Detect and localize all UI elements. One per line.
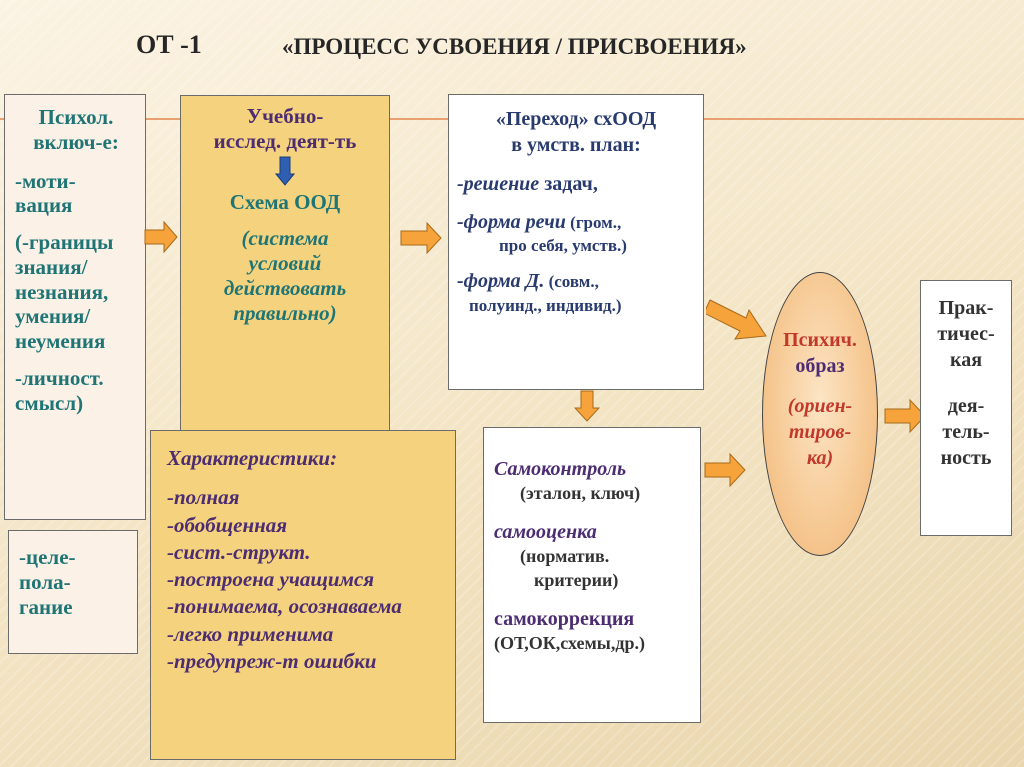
goal-line: -целе- (19, 545, 76, 569)
chars-item: -сист.-структ. (167, 539, 311, 564)
chars-heading: Характеристики: (167, 446, 338, 470)
arrow-down-icon (574, 390, 600, 422)
practice-line: дея- (947, 395, 985, 417)
box-characteristics: Характеристики: -полная -обобщенная -сис… (150, 430, 456, 760)
page-title: «ПРОЦЕСС УСВОЕНИЯ / ПРИСВОЕНИЯ» (282, 34, 747, 59)
psych-item: (-границы (15, 230, 114, 255)
study-line: правильно) (233, 300, 337, 325)
study-schema: Схема ООД (229, 189, 341, 214)
chars-item: -понимаема, осознаваема (167, 594, 402, 619)
arrow-right-icon (704, 452, 746, 488)
oval-line: Психич. (783, 329, 857, 351)
chars-item: -полная (167, 485, 240, 510)
title-code: ОТ -1 (136, 30, 202, 59)
psych-item: вация (15, 193, 73, 218)
oval-line: ка) (806, 447, 834, 469)
practice-line: тель- (942, 421, 990, 443)
control-line: самокоррекция (494, 608, 635, 631)
study-line: (система (241, 226, 329, 251)
transition-line: (гром., (565, 212, 622, 232)
practice-line: кая (949, 349, 983, 371)
practice-line: Прак- (938, 297, 994, 319)
transition-line: задач, (539, 173, 598, 196)
control-line: самооценка (494, 521, 597, 544)
arrow-down-icon (275, 156, 295, 186)
transition-line: «Переход» схООД (495, 108, 657, 130)
study-line: исслед. деят-ть (213, 128, 357, 153)
goal-line: пола- (19, 569, 71, 594)
transition-line: -форма речи (457, 210, 566, 233)
psych-item: знания/ (15, 254, 88, 279)
transition-line: -решение (457, 173, 540, 196)
control-line: (норматив. (520, 546, 610, 567)
box-study-research: Учебно- исслед. деят-ть Схема ООД (систе… (180, 95, 390, 431)
practice-line: ность (940, 447, 992, 469)
arrow-diagonal-icon (706, 299, 767, 340)
practice-line: тичес- (937, 323, 995, 345)
oval-psychic-image: Психич. образ (ориен- тиров- ка) (762, 272, 878, 556)
box-goal-setting: -целе- пола- гание (8, 530, 138, 654)
oval-line: образ (795, 355, 845, 377)
box-self-control: Самоконтроль (эталон, ключ) самооценка (… (483, 427, 701, 723)
study-line: условий (248, 251, 322, 276)
psych-heading-2: включ-е: (33, 129, 119, 154)
chars-item: -построена учащимся (167, 567, 375, 592)
psych-item: смысл) (15, 390, 84, 415)
chars-item: -предупреж-т ошибки (167, 649, 377, 674)
chars-item: -легко применима (167, 621, 334, 646)
control-line: (эталон, ключ) (520, 483, 641, 503)
control-line: Самоконтроль (494, 458, 627, 480)
arrow-right-icon (144, 220, 178, 254)
transition-line: (совм., (544, 272, 599, 292)
box-psych-inclusion: Психол. включ-е: -моти- вация (-границы … (4, 94, 146, 520)
study-line: действовать (223, 275, 347, 300)
psych-item: умения/ (15, 304, 91, 329)
study-line: Учебно- (246, 104, 324, 128)
control-line: (ОТ,ОК,схемы,др.) (494, 633, 645, 654)
transition-line: -форма Д. (457, 270, 545, 293)
transition-line: про себя, умств.) (499, 236, 627, 256)
oval-line: (ориен- (787, 395, 853, 417)
psych-item: -моти- (15, 168, 76, 193)
transition-line: в умств. план: (511, 133, 641, 156)
arrow-right-icon (400, 222, 442, 254)
oval-line: тиров- (788, 421, 852, 443)
transition-line: полуинд., индивид.) (469, 295, 622, 315)
goal-line: гание (19, 594, 73, 619)
box-practical-activity: Прак- тичес- кая дея- тель- ность (920, 280, 1012, 536)
psych-item: незнания, (15, 279, 109, 304)
arrow-right-icon (884, 398, 926, 434)
control-line: критерии) (534, 569, 619, 590)
box-transition: «Переход» схООД в умств. план: -решение … (448, 94, 704, 390)
psych-heading-1: Психол. (38, 105, 114, 129)
psych-item: -личност. (15, 365, 104, 390)
chars-item: -обобщенная (167, 512, 288, 537)
psych-item: неумения (15, 329, 106, 354)
